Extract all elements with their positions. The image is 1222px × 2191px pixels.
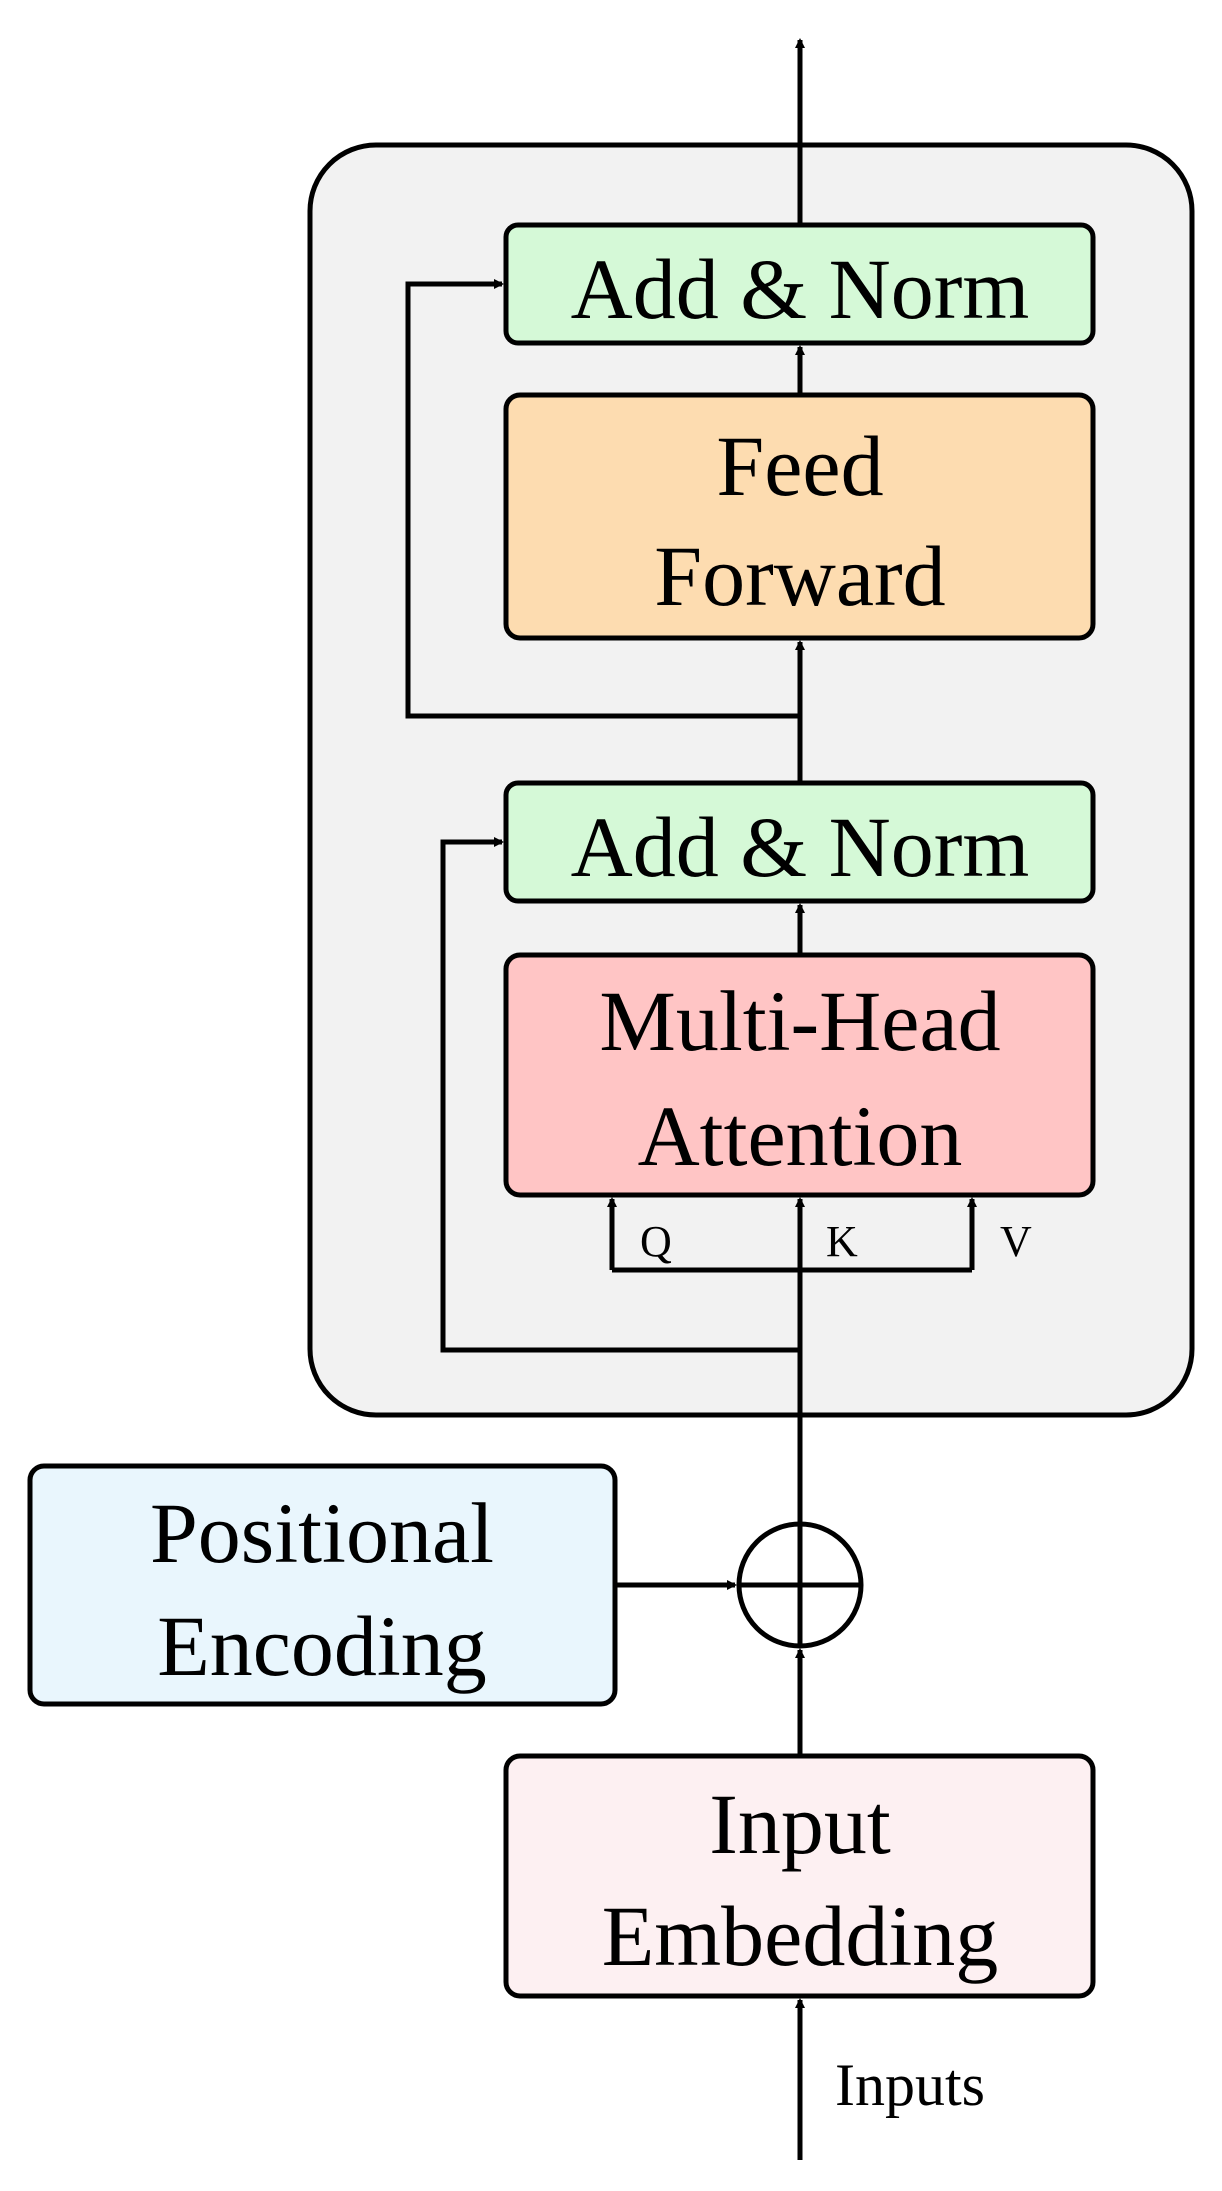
value-label: V [1000,1217,1032,1266]
add-norm-top-label: Add & Norm [571,241,1030,337]
residual-line-top [405,279,800,719]
input-embedding-label-line2: Embedding [602,1888,999,1984]
multi-head-attention-label-line2: Attention [638,1088,963,1184]
input-embedding-label-line1: Input [709,1776,891,1872]
feed-forward-block: Feed Forward [503,392,1096,641]
multi-head-attention-label-line1: Multi-Head [599,973,1000,1069]
positional-encoding-label-line2: Encoding [157,1598,487,1694]
residual-line-bottom [440,837,800,1353]
positional-encoding-block: Positional Encoding [27,1463,618,1707]
add-operation-icon [736,1521,864,1649]
inputs-label: Inputs [835,2052,985,2118]
feed-forward-label-line1: Feed [716,418,883,514]
key-label: K [826,1217,858,1266]
feed-forward-label-line2: Forward [654,528,945,624]
query-label: Q [640,1217,672,1266]
add-norm-bottom-block: Add & Norm [503,780,1096,904]
multi-head-attention-block: Multi-Head Attention [503,952,1096,1198]
add-norm-bottom-label: Add & Norm [571,799,1030,895]
positional-encoding-label-line1: Positional [150,1485,494,1581]
input-embedding-block: Input Embedding [503,1753,1096,1999]
add-norm-top-block: Add & Norm [503,222,1096,346]
